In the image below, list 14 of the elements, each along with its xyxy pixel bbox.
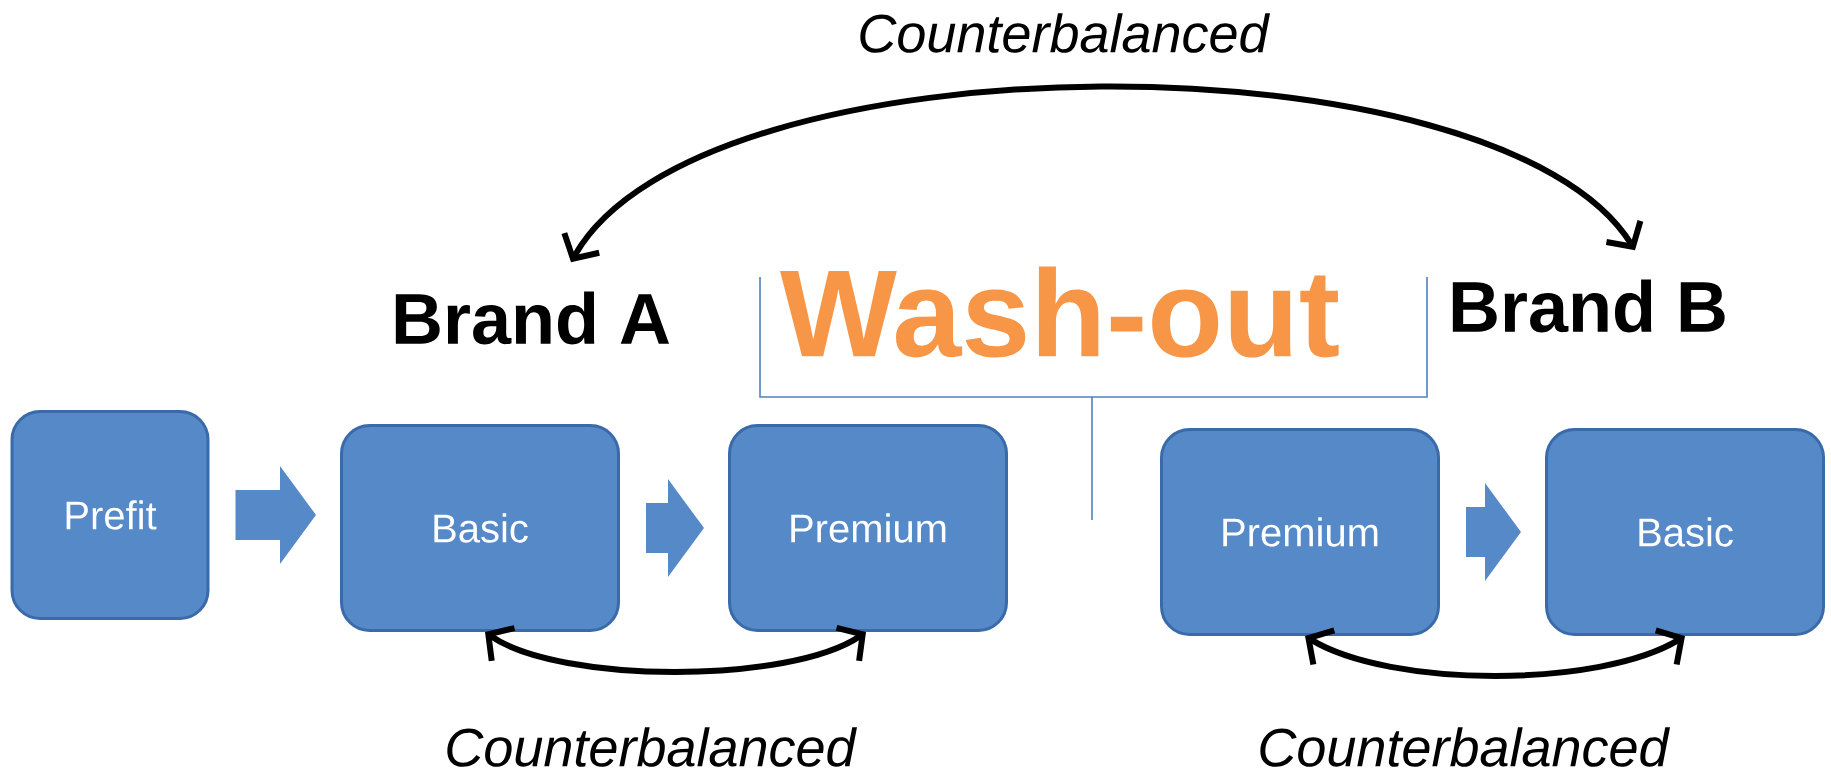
group-heading: Brand A xyxy=(395,291,670,345)
process-box: Premium xyxy=(1160,428,1440,636)
process-box: Basic xyxy=(1545,428,1825,636)
process-box: Prefit xyxy=(10,410,210,620)
process-box: Premium xyxy=(728,424,1008,632)
group-heading: Brand B xyxy=(1452,279,1725,333)
curved-arrow xyxy=(485,625,866,675)
curved-arrow xyxy=(1305,627,1685,679)
curved-arrow xyxy=(561,83,1644,263)
edge-label: Counterbalanced xyxy=(1253,723,1673,771)
edge-label: Counterbalanced xyxy=(853,9,1273,57)
heading: Wash-out xyxy=(780,266,1339,358)
process-box: Basic xyxy=(340,424,620,632)
edge-label: Counterbalanced xyxy=(440,723,860,771)
